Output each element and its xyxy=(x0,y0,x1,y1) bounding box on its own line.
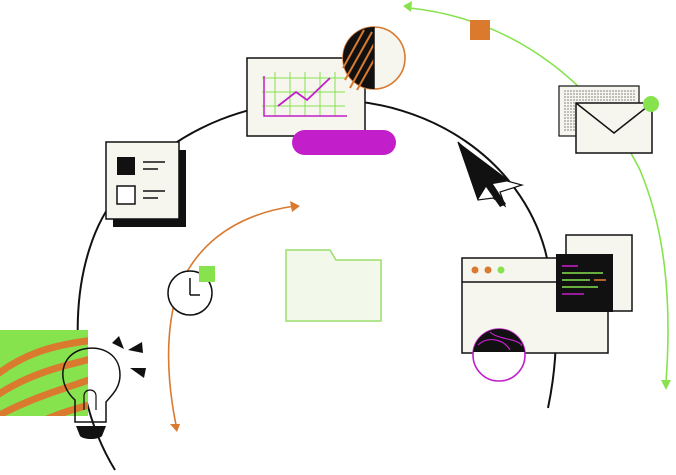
lightbulb-icon xyxy=(62,336,146,439)
lime-square-marker xyxy=(199,266,215,282)
orange-arrow-head-bottom xyxy=(170,424,180,432)
purple-pill-bar xyxy=(292,130,396,155)
clock-icon xyxy=(167,266,215,316)
document-checklist-icon xyxy=(105,141,186,227)
lime-outer-arc xyxy=(409,7,669,383)
envelope-icon xyxy=(558,85,659,154)
half-hatched-circle-icon xyxy=(342,26,406,91)
folder-icon xyxy=(285,249,382,322)
striped-pattern-tile xyxy=(0,330,88,416)
orange-arrow-head-top xyxy=(290,201,300,212)
lime-arrow-head-bottom xyxy=(661,380,671,390)
lime-arrow-head-top xyxy=(403,1,412,12)
globe-icon xyxy=(472,328,526,382)
orange-square-marker xyxy=(470,20,490,40)
cursor-arrow-icon xyxy=(457,141,525,208)
lime-dot xyxy=(643,96,659,112)
